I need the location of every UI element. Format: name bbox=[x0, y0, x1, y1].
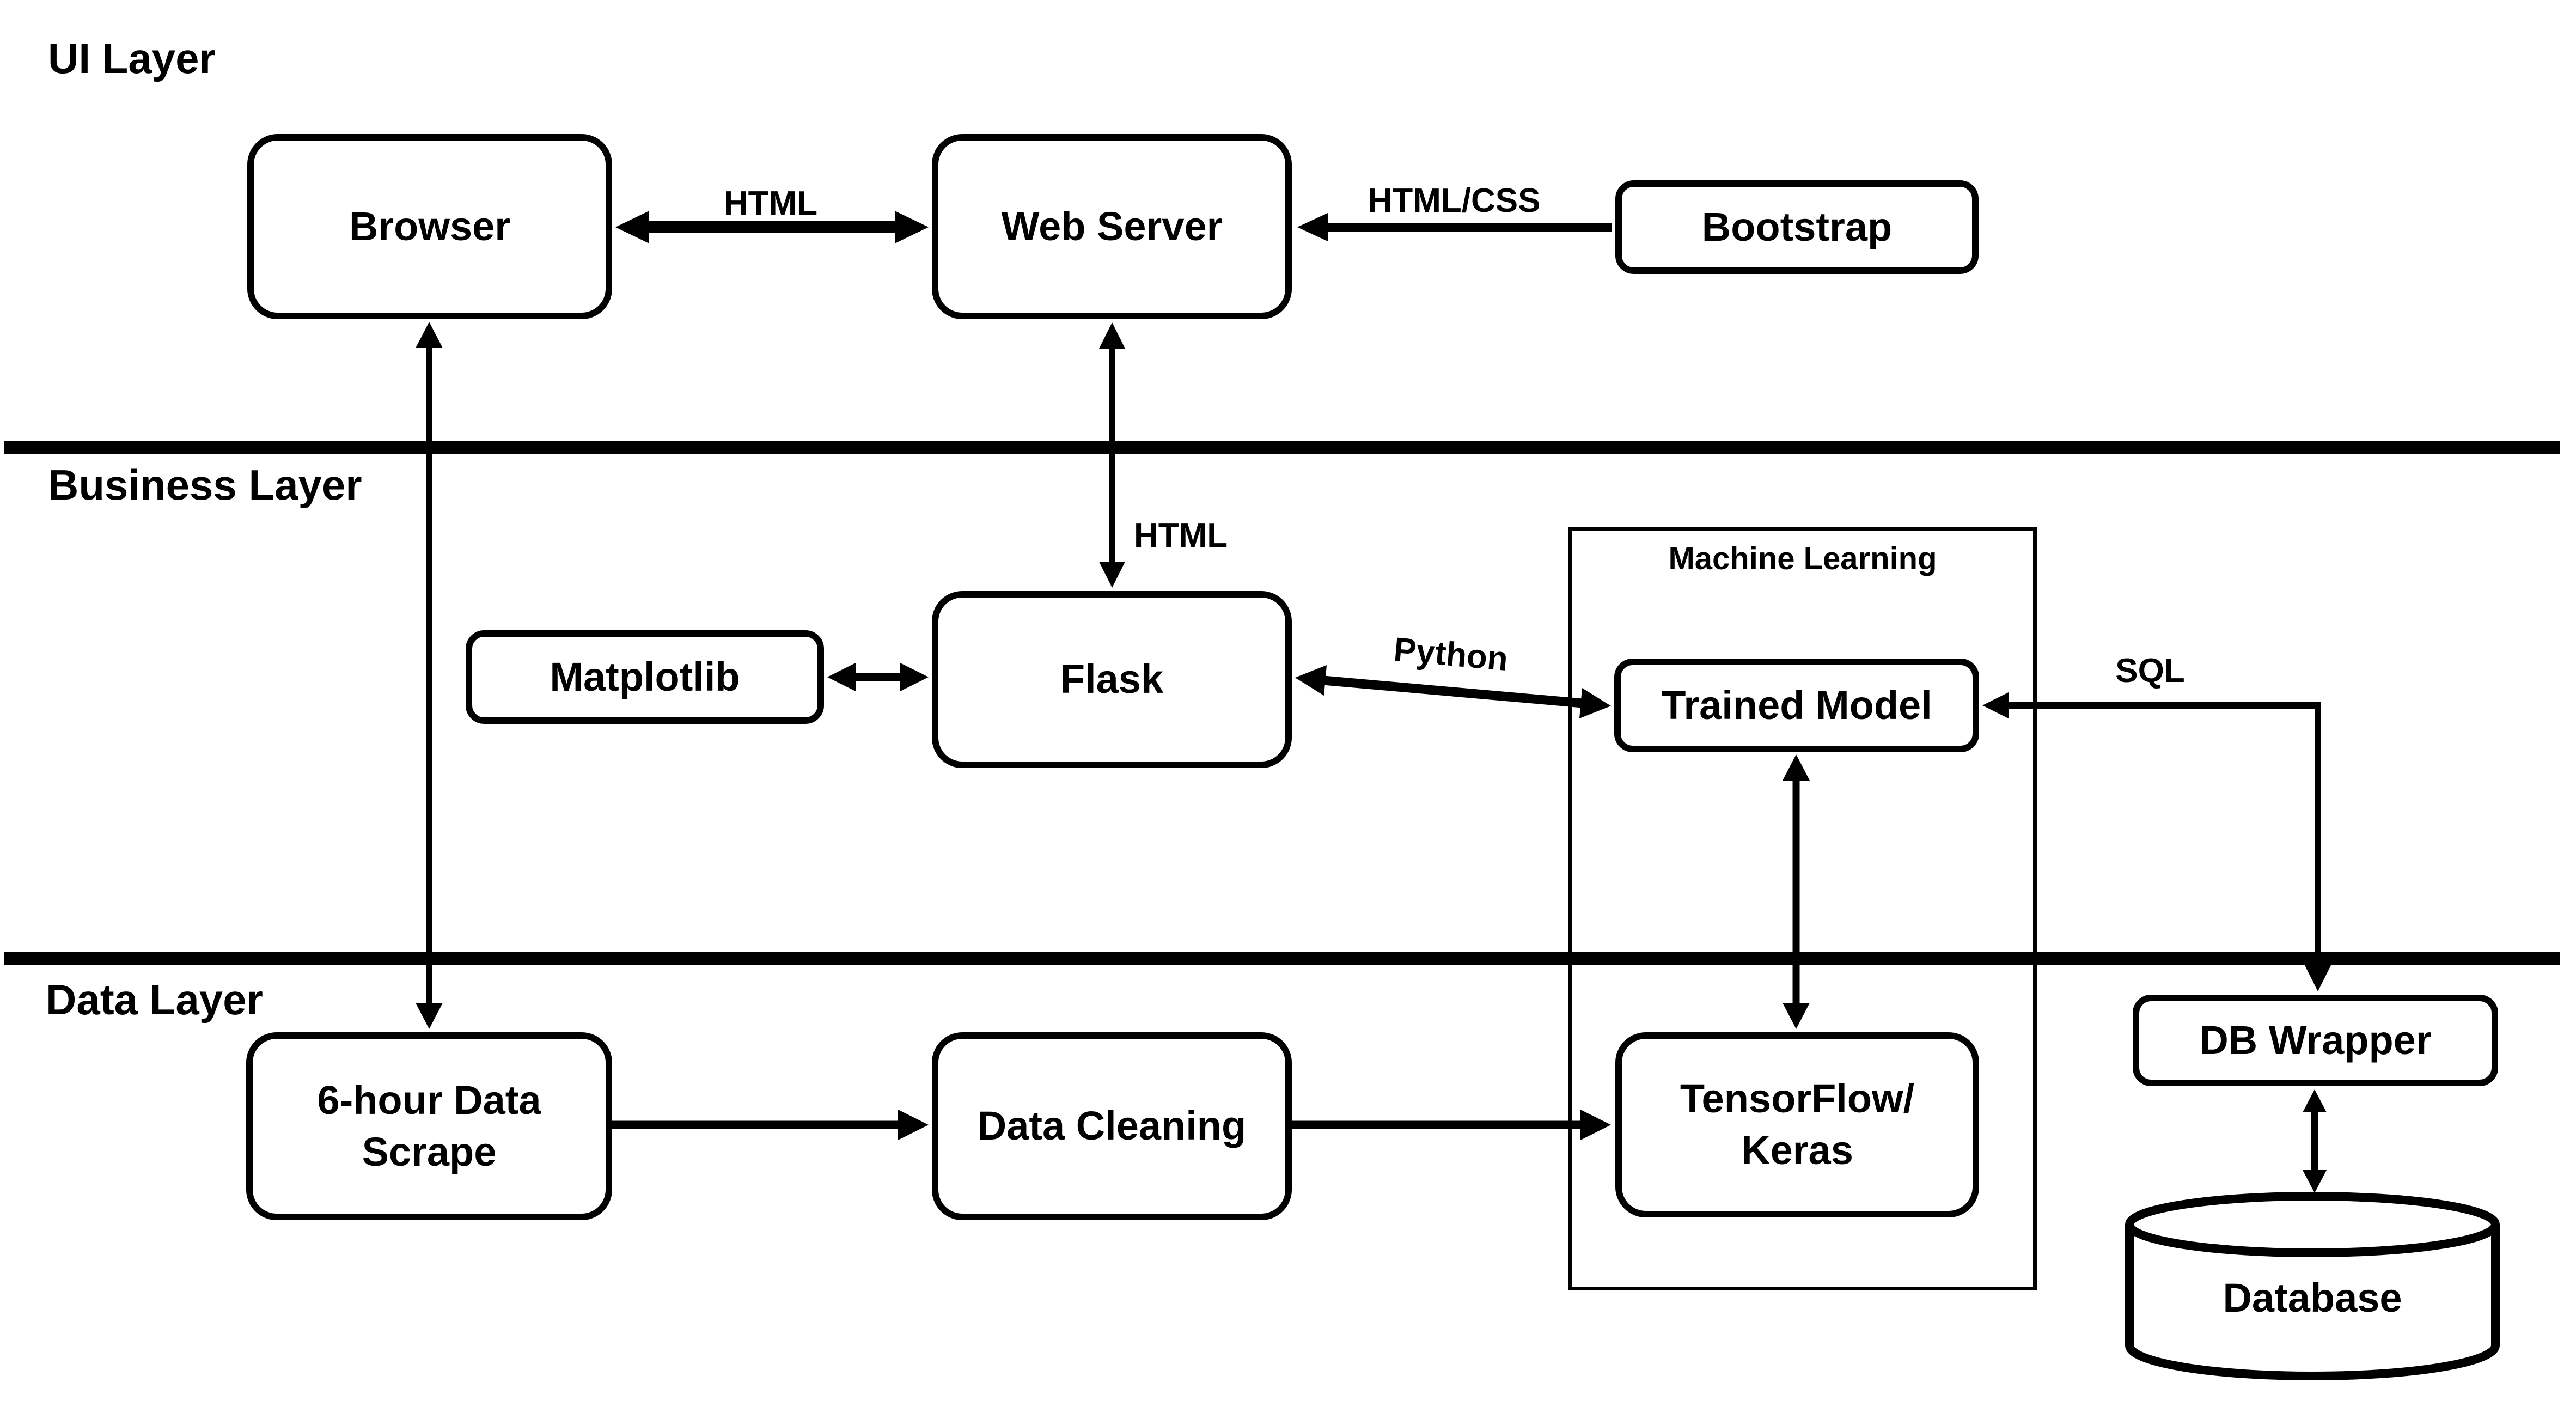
node-db-wrapper: DB Wrapper bbox=[2133, 995, 2498, 1086]
node-browser-label: Browser bbox=[349, 203, 511, 249]
group-machine-learning bbox=[1568, 527, 2037, 1290]
arrow-dbwrapper-database bbox=[2303, 1089, 2327, 1193]
node-web-server-label: Web Server bbox=[1001, 203, 1223, 249]
node-db-wrapper-label: DB Wrapper bbox=[2199, 1017, 2432, 1063]
arrow-matplotlib-flask bbox=[827, 663, 929, 691]
layer-title-ui: UI Layer bbox=[48, 34, 216, 82]
arrow-trainedmodel-dbwrapper bbox=[1982, 692, 2331, 991]
edge-label-html-mid: HTML bbox=[1134, 517, 1228, 555]
arrow-datascrape-datacleaning bbox=[612, 1110, 929, 1140]
divider-ui-business bbox=[4, 441, 2560, 454]
node-trained-model: Trained Model bbox=[1614, 659, 1979, 752]
arrow-browser-webserver bbox=[615, 211, 929, 243]
arrow-trainedmodel-tensorflow bbox=[1783, 754, 1810, 1029]
node-data-cleaning-label: Data Cleaning bbox=[977, 1103, 1247, 1149]
database-cylinder-icon bbox=[2125, 1192, 2500, 1380]
node-database-label: Database bbox=[2223, 1275, 2402, 1320]
arrow-datacleaning-tensorflow bbox=[1292, 1110, 1611, 1140]
node-tensorflow-keras: TensorFlow/ Keras bbox=[1615, 1032, 1979, 1217]
node-trained-model-label: Trained Model bbox=[1661, 682, 1932, 728]
arrow-flask-trainedmodel bbox=[1295, 665, 1611, 718]
layer-title-data: Data Layer bbox=[46, 976, 263, 1024]
node-bootstrap: Bootstrap bbox=[1615, 180, 1979, 274]
node-matplotlib-label: Matplotlib bbox=[550, 654, 740, 699]
node-browser: Browser bbox=[247, 134, 612, 319]
arrow-webserver-flask bbox=[1099, 322, 1125, 588]
node-data-scrape-label: 6-hour Data Scrape bbox=[317, 1077, 541, 1174]
layer-title-business: Business Layer bbox=[48, 461, 362, 509]
node-data-scrape: 6-hour Data Scrape bbox=[246, 1032, 612, 1220]
group-machine-learning-title: Machine Learning bbox=[1668, 541, 1937, 576]
arrow-browser-datascrape bbox=[416, 322, 443, 1029]
node-tensorflow-keras-label: TensorFlow/ Keras bbox=[1680, 1076, 1915, 1173]
node-data-cleaning: Data Cleaning bbox=[932, 1032, 1292, 1220]
node-web-server: Web Server bbox=[932, 134, 1292, 319]
divider-business-data bbox=[4, 952, 2560, 965]
node-matplotlib: Matplotlib bbox=[466, 630, 824, 724]
node-flask-label: Flask bbox=[1060, 656, 1164, 702]
edge-label-sql: SQL bbox=[2115, 652, 2185, 690]
edge-label-html-top: HTML bbox=[723, 185, 818, 222]
node-flask: Flask bbox=[932, 591, 1292, 768]
arrow-bootstrap-webserver bbox=[1297, 213, 1612, 241]
edge-label-html-css: HTML/CSS bbox=[1368, 182, 1541, 220]
node-bootstrap-label: Bootstrap bbox=[1701, 204, 1893, 249]
